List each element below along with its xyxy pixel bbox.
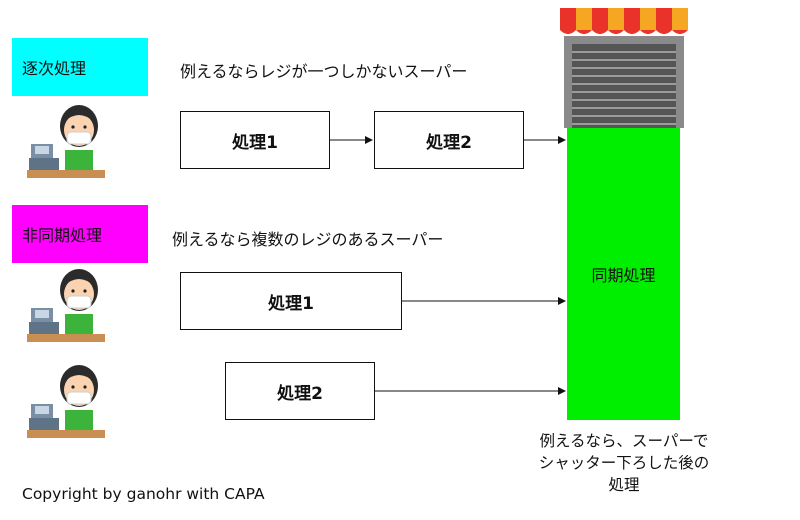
sequential-process-1-box: 処理1 — [180, 111, 330, 169]
async-process-2-box: 処理2 — [225, 362, 375, 420]
cashier-icon — [27, 105, 105, 178]
sequential-label-text: 逐次処理 — [22, 59, 87, 78]
cashier-icon — [27, 365, 105, 438]
async-label-text: 非同期処理 — [22, 226, 103, 245]
sequential-process-2-box: 処理2 — [374, 111, 524, 169]
copyright-text: Copyright by ganohr with CAPA — [22, 485, 265, 503]
store-shutter-icon — [560, 8, 688, 128]
sync-process-bar: 同期処理 — [567, 127, 680, 420]
sequential-caption: 例えるならレジが一つしかないスーパー — [180, 62, 468, 81]
sync-caption-line-1: 例えるなら、スーパーで — [539, 432, 709, 450]
async-process-1-label: 処理1 — [268, 293, 314, 314]
awning — [560, 8, 688, 34]
sync-caption-line-2: シャッター下ろした後の — [538, 454, 710, 472]
async-caption: 例えるなら複数のレジのあるスーパー — [172, 230, 444, 249]
sync-caption-line-3: 処理 — [608, 476, 640, 494]
sync-caption: 例えるなら、スーパーで シャッター下ろした後の 処理 — [524, 430, 724, 496]
sequential-process-1-label: 処理1 — [232, 132, 278, 153]
async-process-1-box: 処理1 — [180, 272, 402, 330]
cashier-icon — [27, 269, 105, 342]
sequential-label: 逐次処理 — [12, 38, 148, 96]
async-label: 非同期処理 — [12, 205, 148, 263]
sequential-process-2-label: 処理2 — [426, 132, 472, 153]
sync-process-label: 同期処理 — [591, 265, 656, 285]
async-process-2-label: 処理2 — [277, 383, 323, 404]
